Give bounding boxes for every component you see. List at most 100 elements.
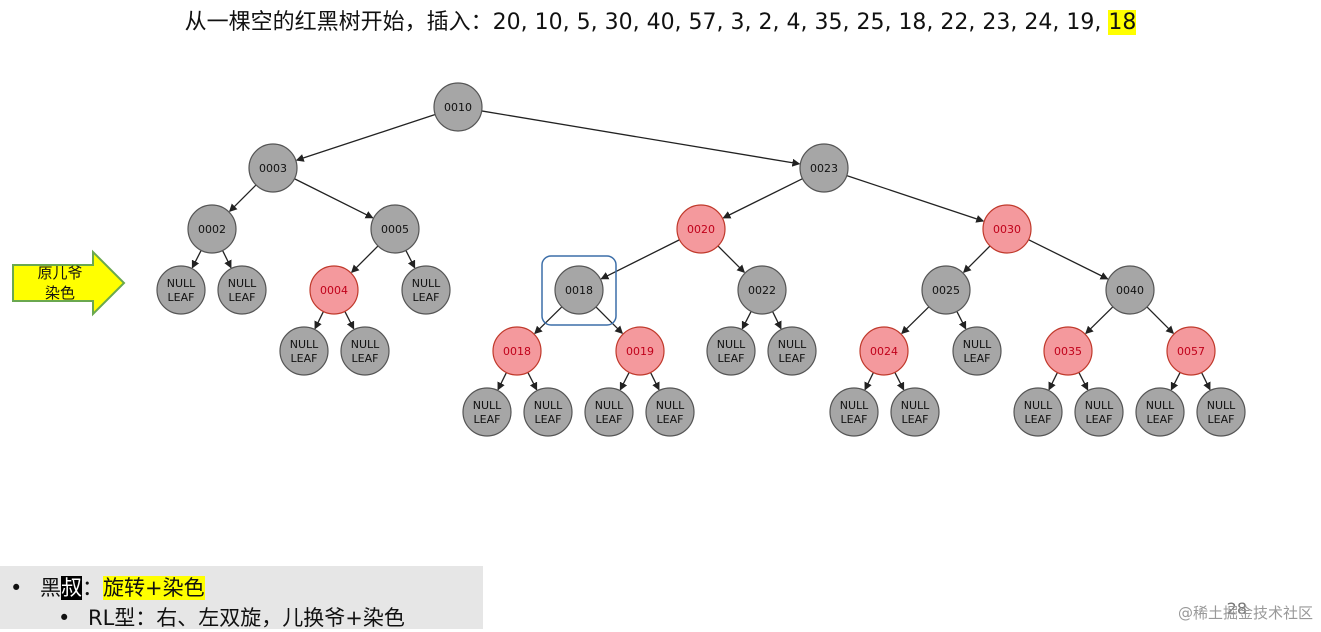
node-circle: [859, 326, 909, 376]
edge-n30-n40: [1028, 239, 1109, 280]
bullet-icon: •: [58, 606, 71, 630]
leaf-label-line2: LEAF: [1025, 413, 1052, 426]
leaf-label-line2: LEAF: [841, 413, 868, 426]
leaf-edge: [314, 311, 324, 330]
leaf-label-line2: LEAF: [1208, 413, 1235, 426]
leaf-circle: [523, 387, 573, 437]
leaf-label-line1: NULL: [963, 338, 992, 351]
tree-edges: [228, 110, 1175, 335]
edge-n23-n20: [722, 178, 803, 219]
leaf-edge: [956, 311, 967, 330]
leaf-label-line2: LEAF: [964, 352, 991, 365]
edge-n3-n5: [294, 178, 374, 219]
node-label: 0030: [993, 223, 1021, 236]
edge-n18-n19: [595, 306, 624, 335]
node-circle: [1166, 326, 1216, 376]
node-label: 0057: [1177, 345, 1205, 358]
leaf-circle: [1196, 387, 1246, 437]
leaf-edges: [191, 250, 1211, 391]
edge-n20-n22: [717, 245, 746, 274]
node-circle: [737, 265, 787, 315]
node-circle: [187, 204, 237, 254]
edge-n18-n18b: [534, 306, 563, 335]
bullet-icon: •: [10, 576, 23, 600]
node-circle: [370, 204, 420, 254]
leaf-label-line1: NULL: [290, 338, 319, 351]
leaf-label-line2: LEAF: [168, 291, 195, 304]
leaf-circle: [706, 326, 756, 376]
leaf-label-line1: NULL: [167, 277, 196, 290]
node-label: 0003: [259, 162, 287, 175]
node-label: 0020: [687, 223, 715, 236]
leaf-label-line2: LEAF: [474, 413, 501, 426]
leaf-label-line2: LEAF: [1147, 413, 1174, 426]
leaf-edge: [650, 372, 660, 391]
rule-prefix: 黑: [40, 576, 61, 600]
rule-rl-case: RL型：右、左双旋，儿换爷+染色: [88, 606, 405, 630]
leaf-circle: [217, 265, 267, 315]
null-leaves: NULLLEAFNULLLEAFNULLLEAFNULLLEAFNULLLEAF…: [156, 265, 1246, 437]
tree-node-0020: 0020: [676, 204, 726, 254]
leaf-edge: [1201, 372, 1211, 391]
node-circle: [676, 204, 726, 254]
leaf-label-line1: NULL: [1085, 399, 1114, 412]
leaf-circle: [340, 326, 390, 376]
leaf-label-line1: NULL: [1207, 399, 1236, 412]
edge-n5-n4: [350, 245, 379, 274]
edge-n20-n18: [600, 239, 680, 280]
leaf-edge: [527, 372, 538, 391]
leaf-edge: [864, 372, 874, 391]
node-circle: [799, 143, 849, 193]
leaf-label-line1: NULL: [656, 399, 685, 412]
leaf-edge: [619, 372, 630, 391]
tree-node-0030: 0030: [982, 204, 1032, 254]
leaf-label-line2: LEAF: [596, 413, 623, 426]
tree-node-0004: 0004: [309, 265, 359, 315]
leaf-label-line2: LEAF: [657, 413, 684, 426]
page-number: 28: [1226, 599, 1247, 618]
leaf-circle: [829, 387, 879, 437]
node-label: 0005: [381, 223, 409, 236]
leaf-label-line2: LEAF: [1086, 413, 1113, 426]
leaf-label-line1: NULL: [534, 399, 563, 412]
leaf-label-line1: NULL: [473, 399, 502, 412]
node-label: 0018: [503, 345, 531, 358]
leaf-label-line1: NULL: [1146, 399, 1175, 412]
leaf-circle: [462, 387, 512, 437]
node-label: 0022: [748, 284, 776, 297]
node-label: 0010: [444, 101, 472, 114]
edge-n10-n3: [295, 113, 436, 162]
tree-node-0005: 0005: [370, 204, 420, 254]
edge-n3-n2: [228, 184, 257, 213]
node-label: 0025: [932, 284, 960, 297]
leaf-edge: [894, 372, 905, 391]
edge-n10-n23: [481, 110, 801, 167]
node-label: 0024: [870, 345, 898, 358]
leaf-label-line1: NULL: [717, 338, 746, 351]
rule-separator: ：: [82, 576, 103, 600]
leaf-circle: [890, 387, 940, 437]
rule-action: 旋转+染色: [103, 576, 205, 600]
tree-node-0003: 0003: [248, 143, 298, 193]
node-circle: [433, 82, 483, 132]
tree-node-0010: 0010: [433, 82, 483, 132]
leaf-edge: [222, 250, 232, 269]
title-sequence: 从一棵空的红黑树开始，插入：20, 10, 5, 30, 40, 57, 3, …: [184, 10, 1109, 35]
node-label: 0040: [1116, 284, 1144, 297]
tree-node-0025: 0025: [921, 265, 971, 315]
leaf-label-line2: LEAF: [291, 352, 318, 365]
